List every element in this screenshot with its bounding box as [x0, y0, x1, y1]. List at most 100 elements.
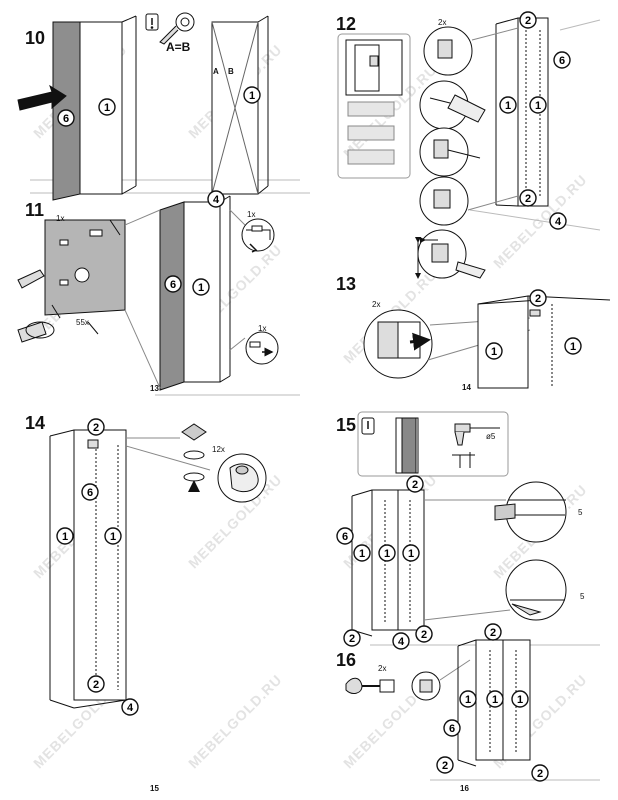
callout-number: 2	[93, 679, 99, 691]
dimension-label: 5	[580, 592, 585, 601]
callout-number: 4	[127, 702, 134, 714]
callout-circle	[564, 337, 582, 355]
callout-circle	[553, 51, 571, 69]
part-callout-one: 1	[402, 544, 420, 562]
part-callout-one: 1	[529, 96, 547, 114]
dimension-label: 5	[578, 508, 583, 517]
callout-number: 1	[505, 100, 511, 112]
part-callout-two: 2	[415, 625, 433, 643]
part-callout-two: 2	[406, 475, 424, 493]
callout-circle	[519, 11, 537, 29]
page-number-left: 15	[150, 784, 159, 793]
part-callout-one: 1	[486, 690, 504, 708]
callout-circle	[486, 690, 504, 708]
callout-circle	[207, 190, 225, 208]
callout-circle	[519, 189, 537, 207]
callout-circle	[164, 275, 182, 293]
part-callout-one: 1	[104, 527, 122, 545]
qty-55x: 55x	[76, 318, 89, 327]
callout-number: 6	[170, 279, 176, 291]
step-15-illustration	[351, 411, 600, 646]
callout-number: 1	[359, 548, 365, 560]
step-11-illustration	[17, 195, 300, 396]
step-12-illustration	[337, 17, 601, 279]
callout-circle	[415, 625, 433, 643]
part-callout-two: 2	[484, 623, 502, 641]
callout-circle	[121, 698, 139, 716]
part-callout-one: 1	[56, 527, 74, 545]
part-callout-two: 2	[87, 675, 105, 693]
callout-number: 2	[442, 760, 448, 772]
callout-number: 2	[349, 633, 355, 645]
callout-number: 1	[517, 694, 523, 706]
part-callout-one: 1	[485, 342, 503, 360]
step-10-number: 10	[25, 28, 46, 48]
part-callout-one: 1	[564, 337, 582, 355]
callout-circle	[57, 109, 75, 127]
drill-size: ø5	[486, 432, 496, 441]
step-11-number: 11	[25, 200, 45, 220]
callout-circle	[81, 483, 99, 501]
part-callout-six: 6	[164, 275, 182, 293]
part-callout-six: 6	[336, 527, 354, 545]
part-callout-one: 1	[98, 98, 116, 116]
part-callout-one: 1	[243, 86, 261, 104]
callout-circle	[343, 629, 361, 647]
part-callout-two: 2	[531, 764, 549, 782]
step-13-number: 13	[336, 274, 357, 294]
inner-page-marker-14: 14	[462, 383, 471, 392]
part-callout-one: 1	[192, 278, 210, 296]
callout-circle	[406, 475, 424, 493]
qty-1x: 1x	[247, 210, 256, 219]
callout-number: 2	[537, 768, 543, 780]
callout-circle	[436, 756, 454, 774]
qty-2x: 2x	[378, 664, 387, 673]
callout-circle	[87, 675, 105, 693]
part-callout-four: 4	[549, 212, 567, 230]
callout-circle	[499, 96, 517, 114]
callout-number: 2	[93, 422, 99, 434]
callout-number: 6	[559, 55, 565, 67]
qty-1x: 1x	[258, 324, 267, 333]
callout-number: 1	[491, 346, 497, 358]
callout-circle	[459, 690, 477, 708]
callout-number: 4	[398, 636, 405, 648]
callout-circle	[56, 527, 74, 545]
callout-circle	[192, 278, 210, 296]
label-b: B	[228, 67, 234, 76]
step-12-number: 12	[336, 14, 357, 34]
callout-number: 6	[449, 723, 455, 735]
callout-circle	[485, 342, 503, 360]
callout-number: 1	[384, 548, 390, 560]
part-callout-four: 4	[207, 190, 225, 208]
part-callout-two: 2	[519, 189, 537, 207]
equation-label: A=B	[166, 40, 191, 54]
qty-12x: 12x	[212, 445, 225, 454]
part-callout-one: 1	[499, 96, 517, 114]
part-callout-four: 4	[392, 632, 410, 650]
part-callout-two: 2	[87, 418, 105, 436]
callout-circle	[511, 690, 529, 708]
callout-number: 1	[465, 694, 471, 706]
callout-number: 2	[525, 15, 531, 27]
part-callout-six: 6	[553, 51, 571, 69]
callout-number: 1	[408, 548, 414, 560]
callout-circle	[484, 623, 502, 641]
callout-number: 2	[525, 193, 531, 205]
callout-number: 2	[412, 479, 418, 491]
callout-number: 4	[555, 216, 562, 228]
qty-2x: 2x	[438, 18, 447, 27]
callout-circle	[87, 418, 105, 436]
step-13-illustration	[363, 295, 611, 389]
callout-number: 2	[490, 627, 496, 639]
callout-number: 1	[198, 282, 204, 294]
part-callout-one: 1	[353, 544, 371, 562]
step-15-number: 15	[336, 415, 357, 435]
callout-circle	[443, 719, 461, 737]
qty-2x: 2x	[372, 300, 381, 309]
callout-circle	[402, 544, 420, 562]
callout-number: 1	[110, 531, 116, 543]
callout-circle	[104, 527, 122, 545]
